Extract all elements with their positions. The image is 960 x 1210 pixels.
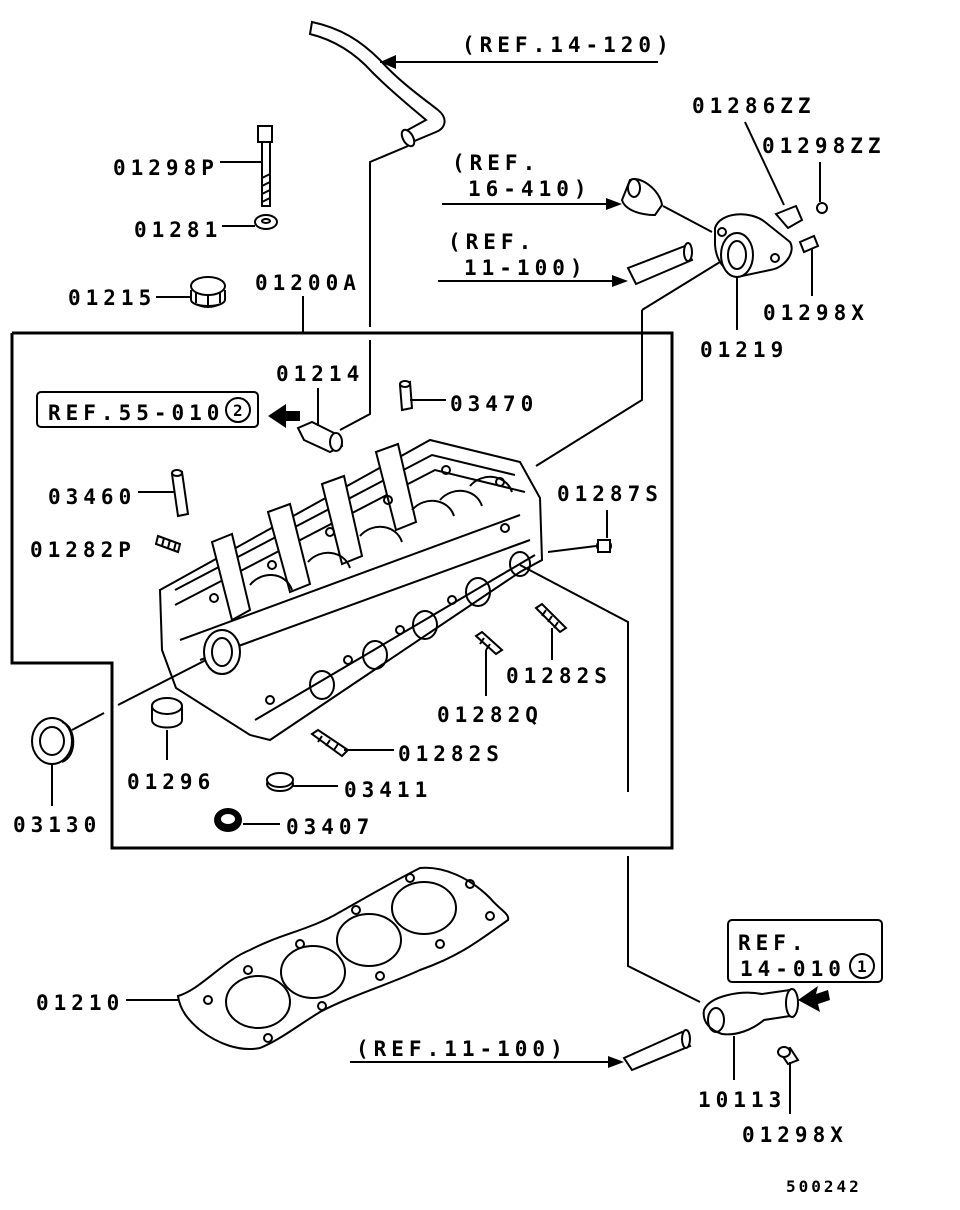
plug-01287s bbox=[596, 539, 612, 553]
bolt-01298p bbox=[257, 125, 273, 207]
part-01287s-label: 01287S bbox=[557, 482, 663, 506]
part-01296-label: 01296 bbox=[127, 770, 215, 794]
ref-55-010-box bbox=[36, 391, 259, 428]
part-01298x-bottom-label: 01298X bbox=[742, 1123, 848, 1147]
ref-14-010-circle-number: 1 bbox=[857, 957, 870, 976]
assembly-frame bbox=[10, 331, 674, 850]
part-03460-label: 03460 bbox=[48, 485, 136, 509]
part-01298x-top-label: 01298X bbox=[763, 301, 869, 325]
diagram-id: 500242 bbox=[786, 1177, 862, 1196]
sensor-16-410 bbox=[620, 178, 664, 217]
ref-11-100-label-a: (REF. bbox=[448, 230, 536, 254]
part-01282s-b-label: 01282S bbox=[398, 742, 504, 766]
part-01286zz-label: 01286ZZ bbox=[692, 94, 816, 118]
ref-16-410-label-a: (REF. bbox=[452, 151, 540, 175]
bolt-01298x-bottom bbox=[777, 1046, 800, 1066]
head-gasket-01210 bbox=[176, 866, 510, 1050]
stud-01282s-a bbox=[534, 602, 568, 634]
pin-03460 bbox=[170, 469, 190, 518]
stud-01282q bbox=[474, 630, 504, 656]
ref-14-010-box bbox=[727, 919, 883, 983]
part-01281-label: 01281 bbox=[134, 218, 222, 242]
water-outlet-10113 bbox=[702, 988, 799, 1036]
thermostat-housing-01219 bbox=[714, 202, 828, 278]
hose-11-100-bottom bbox=[622, 1029, 692, 1072]
seal-01215 bbox=[190, 276, 226, 308]
part-03411-label: 03411 bbox=[344, 778, 432, 802]
ref-14-010-label-a: REF. bbox=[738, 931, 809, 955]
cap-01296 bbox=[151, 697, 183, 729]
ref-11-100-label-b: 11-100) bbox=[464, 256, 588, 280]
part-01298zz-label: 01298ZZ bbox=[762, 134, 886, 158]
part-03130-label: 03130 bbox=[13, 813, 101, 837]
part-01282p-label: 01282P bbox=[30, 538, 136, 562]
part-01200a-label: 01200A bbox=[255, 271, 361, 295]
part-03407-label: 03407 bbox=[286, 815, 374, 839]
stud-01282p bbox=[154, 534, 182, 554]
part-01298p-label: 01298P bbox=[113, 156, 219, 180]
ref-14-010-label-b: 14-010 bbox=[740, 957, 846, 981]
seal-03411 bbox=[266, 772, 294, 792]
pin-03470 bbox=[398, 380, 414, 412]
seal-03407 bbox=[214, 808, 242, 832]
ref-16-410-label-b: 16-410) bbox=[468, 177, 592, 201]
seal-03130 bbox=[31, 717, 75, 765]
ref-14-120-label: (REF.14-120) bbox=[462, 33, 674, 57]
ref-55-010-label: REF.55-010 bbox=[48, 401, 224, 425]
cylinder-head bbox=[158, 438, 544, 742]
part-01215-label: 01215 bbox=[68, 286, 156, 310]
part-01282s-a-label: 01282S bbox=[506, 664, 612, 688]
part-01282q-label: 01282Q bbox=[437, 703, 543, 727]
washer-01281 bbox=[254, 214, 278, 230]
part-01219-label: 01219 bbox=[700, 338, 788, 362]
stud-01282s-b bbox=[310, 728, 350, 758]
ref-55-010-circle-number: 2 bbox=[233, 401, 246, 420]
part-10113-label: 10113 bbox=[698, 1088, 786, 1112]
breather-hose bbox=[308, 20, 446, 148]
sensor-01214 bbox=[296, 420, 344, 454]
ref-11-100-bottom-label: (REF.11-100) bbox=[356, 1037, 568, 1061]
part-01210-label: 01210 bbox=[36, 991, 124, 1015]
part-03470-label: 03470 bbox=[450, 392, 538, 416]
part-01214-label: 01214 bbox=[276, 362, 364, 386]
hose-11-100-top bbox=[626, 242, 694, 286]
